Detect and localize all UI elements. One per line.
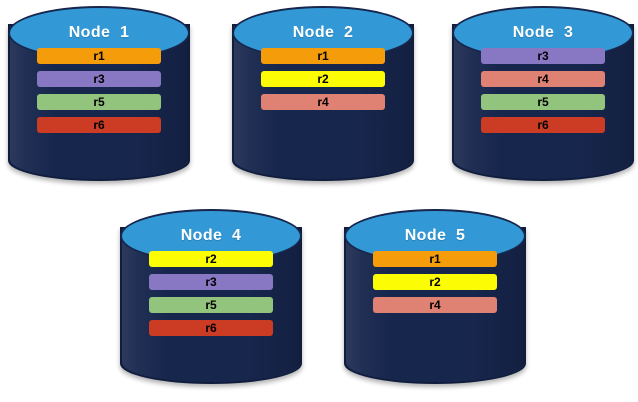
node-1-replica-r3-label: r3	[93, 72, 105, 86]
node-5-replica-r2-label: r2	[429, 275, 441, 289]
node-5-replica-list: r1 r2 r4	[344, 251, 526, 313]
node-2-replica-r1-label: r1	[317, 49, 329, 63]
node-3-replica-r6[interactable]: r6	[481, 117, 605, 133]
node-5-replica-r4-label: r4	[429, 298, 441, 312]
node-4-replica-list: r2 r3 r5 r6	[120, 251, 302, 336]
node-5-replica-r2[interactable]: r2	[373, 274, 497, 290]
node-2-replica-r4[interactable]: r4	[261, 94, 385, 110]
node-5-replica-r4[interactable]: r4	[373, 297, 497, 313]
node-4[interactable]: Node 4 r2 r3 r5 r6	[120, 209, 302, 384]
node-1-replica-r3[interactable]: r3	[37, 71, 161, 87]
node-2-replica-r2-label: r2	[317, 72, 329, 86]
node-3[interactable]: Node 3 r3 r4 r5 r6	[452, 6, 634, 181]
node-4-replica-r3[interactable]: r3	[149, 274, 273, 290]
node-4-replica-r2[interactable]: r2	[149, 251, 273, 267]
node-1[interactable]: Node 1 r1 r3 r5 r6	[8, 6, 190, 181]
node-5[interactable]: Node 5 r1 r2 r4	[344, 209, 526, 384]
node-4-replica-r6[interactable]: r6	[149, 320, 273, 336]
node-1-replica-r6[interactable]: r6	[37, 117, 161, 133]
node-1-replica-r1[interactable]: r1	[37, 48, 161, 64]
node-4-title: Node 4	[180, 227, 242, 244]
node-4-replica-r3-label: r3	[205, 275, 217, 289]
node-3-replica-list: r3 r4 r5 r6	[452, 48, 634, 133]
node-1-replica-r6-label: r6	[93, 118, 105, 132]
node-5-replica-r1[interactable]: r1	[373, 251, 497, 267]
node-2-replica-list: r1 r2 r4	[232, 48, 414, 110]
node-1-replica-r1-label: r1	[93, 49, 105, 63]
node-2-title: Node 2	[292, 24, 354, 41]
node-3-replica-r4-label: r4	[537, 72, 549, 86]
node-1-replica-r5-label: r5	[93, 95, 105, 109]
node-1-title: Node 1	[68, 24, 130, 41]
node-3-replica-r3-label: r3	[537, 49, 549, 63]
node-1-replica-r5[interactable]: r5	[37, 94, 161, 110]
node-3-title: Node 3	[512, 24, 574, 41]
node-3-replica-r5-label: r5	[537, 95, 549, 109]
node-2-replica-r1[interactable]: r1	[261, 48, 385, 64]
node-3-replica-r6-label: r6	[537, 118, 549, 132]
node-4-replica-r6-label: r6	[205, 321, 217, 335]
node-2[interactable]: Node 2 r1 r2 r4	[232, 6, 414, 181]
node-1-replica-list: r1 r3 r5 r6	[8, 48, 190, 133]
node-5-replica-r1-label: r1	[429, 252, 441, 266]
node-4-replica-r5-label: r5	[205, 298, 217, 312]
node-5-title: Node 5	[404, 227, 466, 244]
node-3-replica-r3[interactable]: r3	[481, 48, 605, 64]
node-3-replica-r4[interactable]: r4	[481, 71, 605, 87]
node-2-replica-r2[interactable]: r2	[261, 71, 385, 87]
node-3-replica-r5[interactable]: r5	[481, 94, 605, 110]
node-2-replica-r4-label: r4	[317, 95, 329, 109]
node-4-replica-r5[interactable]: r5	[149, 297, 273, 313]
node-4-replica-r2-label: r2	[205, 252, 217, 266]
